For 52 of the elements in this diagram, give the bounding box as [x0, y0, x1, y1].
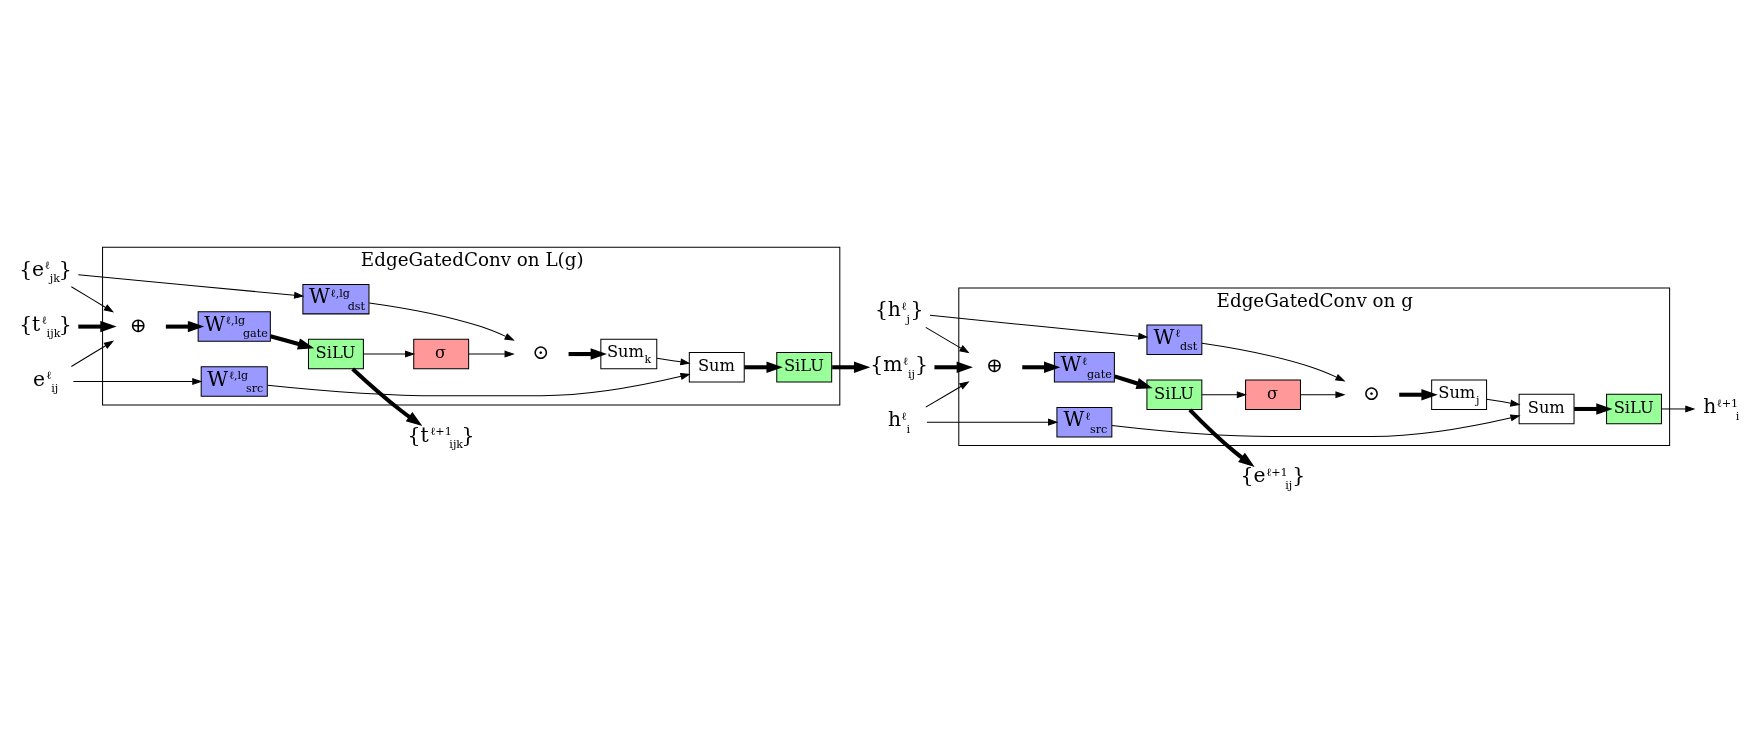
arrow [1485, 398, 1521, 407]
node-text: {e$^{ℓ+1}$$_{ij}$} [1239, 463, 1305, 492]
arrow [266, 372, 691, 397]
arrow [165, 320, 204, 333]
node-box: SiLU [1605, 393, 1662, 425]
node-box: σ [412, 338, 469, 370]
node-text: {m$^{ℓ}$$_{ij}$} [869, 352, 928, 381]
arrow [929, 314, 1148, 340]
arrow [831, 361, 870, 373]
node-box: SiLU [307, 338, 364, 370]
node-box: SiLU [1145, 379, 1202, 410]
arrow [568, 348, 607, 360]
arrow [924, 326, 970, 354]
arrow [269, 334, 314, 350]
arrow [70, 340, 114, 367]
arrow [467, 350, 515, 358]
arrow [368, 302, 515, 341]
node-text: {e$^{ℓ}$$_{jk}$} [18, 256, 72, 286]
arrow [1201, 391, 1247, 399]
node-text: {t$^{ℓ}$$_{ijk}$} [18, 311, 72, 341]
arrow [1110, 414, 1521, 437]
arrow [1113, 374, 1153, 389]
node-box: Sum [1518, 393, 1575, 425]
arrow [743, 361, 783, 373]
node-text: ⊙ [1362, 380, 1380, 405]
arrow [1299, 391, 1346, 399]
node-box: σ [1244, 379, 1301, 410]
node-text: {h$^{ℓ}$$_{j}$} [874, 297, 923, 326]
arrow [933, 361, 973, 373]
arrow [1398, 389, 1438, 401]
arrow [925, 418, 1058, 426]
arrow [72, 377, 202, 386]
arrow [362, 350, 415, 358]
arrow [70, 286, 114, 313]
arrow [1021, 361, 1060, 373]
arrow [1660, 405, 1695, 413]
node-text: ⊕ [985, 353, 1003, 378]
arrow [656, 357, 691, 366]
node-text: {t$^{ℓ+1}$$_{ijk}$} [407, 422, 474, 452]
arrow [350, 367, 422, 427]
arrow [1573, 403, 1613, 415]
arrow [77, 320, 117, 333]
arrow [77, 274, 304, 299]
node-box: Sum$_{j}$ [1430, 379, 1487, 410]
node-box: Sum [688, 352, 745, 383]
node-box: Sum$_{k}$ [599, 338, 657, 370]
node-box: SiLU [775, 352, 832, 383]
node-text: ⊕ [129, 312, 147, 337]
arrow [1201, 342, 1346, 382]
arrow [924, 381, 970, 408]
arrow [1187, 408, 1255, 467]
node-text: ⊙ [531, 340, 549, 365]
